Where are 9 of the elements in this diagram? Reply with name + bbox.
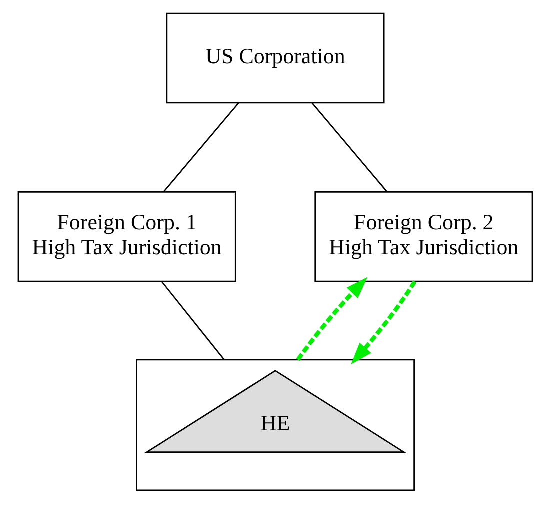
node-box: Foreign Corp. 1 High Tax Jurisdiction xyxy=(18,192,236,282)
connector xyxy=(161,281,225,360)
node-box: US Corporation xyxy=(166,12,385,104)
connector xyxy=(312,102,388,192)
node-box: Foreign Corp. 2 High Tax Jurisdiction xyxy=(314,192,534,282)
cluster xyxy=(136,359,415,492)
arrow xyxy=(351,280,417,365)
connector xyxy=(163,102,240,192)
arrow xyxy=(296,277,368,362)
